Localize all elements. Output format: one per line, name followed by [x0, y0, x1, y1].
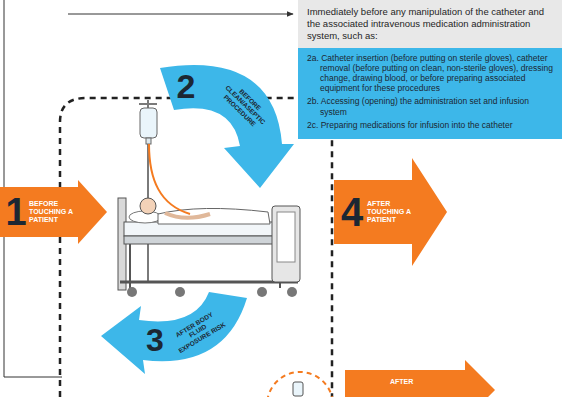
moment-number: 3 — [146, 324, 164, 356]
bed-wheel — [257, 287, 267, 297]
bed-base — [120, 281, 298, 284]
moment-arrow: 3AFTER BODY FLUID EXPOSURE RISK — [95, 288, 255, 378]
moment-number: 4 — [341, 192, 363, 232]
moment-number: 2 — [177, 69, 196, 103]
bed-frame — [124, 236, 284, 244]
arrow-fill — [101, 292, 247, 374]
arrow-shape — [150, 60, 300, 195]
moment-label: AFTER TOUCHING A PATIENT — [367, 200, 413, 225]
iv-icon — [293, 382, 303, 396]
moment-arrow: 4AFTER TOUCHING A PATIENT — [334, 158, 448, 266]
moment-label: BEFORE TOUCHING A PATIENT — [29, 200, 75, 225]
patient-zone-outline — [60, 98, 332, 397]
leader-line — [68, 14, 293, 15]
arrow-fill — [345, 360, 495, 397]
bed-wheel — [175, 287, 185, 297]
arrow-fill — [160, 65, 294, 188]
callout-box: Immediately before any manipulation of t… — [298, 0, 562, 48]
arrow-shape — [345, 360, 495, 397]
moment-arrow: AFTER — [345, 360, 495, 397]
drip-chamber — [146, 138, 151, 144]
patient-head — [140, 198, 156, 214]
list-item: 2a. Catheter insertion (before putting o… — [320, 53, 553, 94]
callout-list-box: 2a. Catheter insertion (before putting o… — [298, 48, 562, 139]
callout-text: Immediately before any manipulation of t… — [307, 6, 553, 42]
bed-wheel — [127, 287, 137, 297]
footboard — [272, 206, 300, 282]
iv-bag — [140, 108, 157, 138]
moment-arrow: 1BEFORE TOUCHING A PATIENT — [0, 180, 108, 244]
list-item: 2c. Preparing medications for infusion i… — [320, 120, 553, 130]
moment-arrow: 2BEFORE CLEAN/ASEPTIC PROCEDURE — [150, 60, 300, 195]
surroundings-circle — [267, 372, 333, 397]
bed-wheel — [287, 287, 297, 297]
list-item: 2b. Accessing (opening) the administrati… — [320, 96, 553, 116]
moment-number: 1 — [6, 193, 27, 231]
arrow-fill — [0, 180, 107, 244]
footboard-panel — [277, 212, 295, 262]
iv-hook — [139, 103, 157, 105]
catheter-tube — [149, 144, 190, 214]
moment-label: AFTER — [390, 378, 436, 386]
blanket — [158, 208, 270, 224]
arrow-fill — [334, 158, 447, 266]
